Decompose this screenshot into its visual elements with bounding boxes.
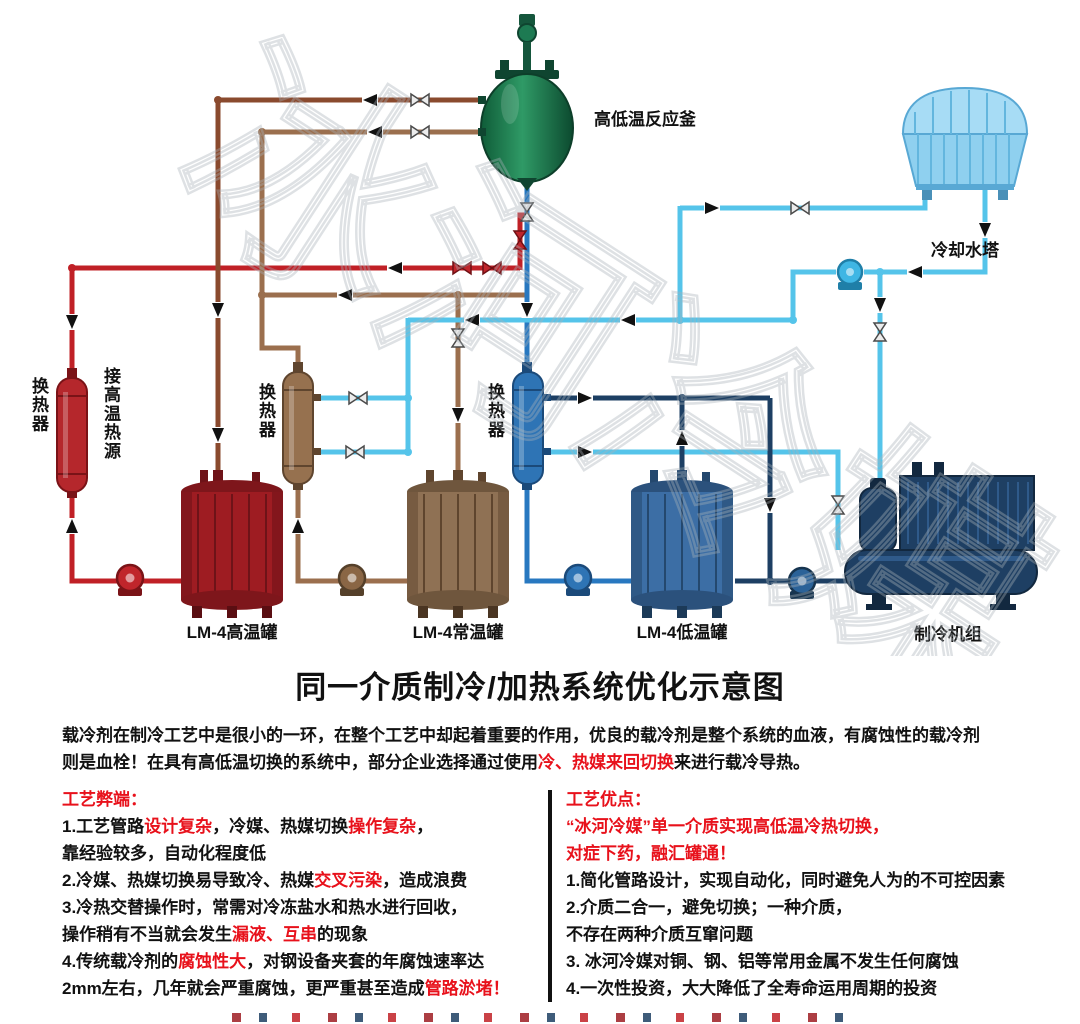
pros-column: 工艺优点： “冰河冷媒”单一介质实现高低温冷热切换，对症下药，融汇罐通！ 1.简… [566, 786, 1020, 1002]
pros-title: 工艺优点： [566, 790, 651, 809]
reaction-kettle [478, 14, 574, 191]
pump-red [115, 563, 145, 596]
pros-item-4: 4.一次性投资，大大降低了全寿命运用周期的投资 [566, 979, 938, 998]
hx-left-note: 接高温热源 [104, 366, 121, 461]
cons-item-1: 1.工艺管路设计复杂，冷媒、热媒切换操作复杂，靠经验较多，自动化程度低 [62, 817, 434, 863]
cons-item-2: 2.冷媒、热媒切换易导致冷、热媒交叉污染，造成浪费 [62, 871, 468, 890]
pros-item-3: 3. 冰河冷媒对铜、钢、铝等常用金属不发生任何腐蚀 [566, 952, 959, 971]
pump-navy [787, 566, 817, 599]
tank-low-label: LM-4低温罐 [637, 622, 728, 642]
column-divider [548, 790, 552, 1002]
cons-title: 工艺弊端： [62, 790, 147, 809]
pros-item-2: 2.介质二合一，避免切换；一种介质，不存在两种介质互窜问题 [566, 898, 853, 944]
cooling-tower [901, 86, 1029, 200]
chiller-label: 制冷机组 [914, 624, 982, 644]
pros-item-1: 1.简化管路设计，实现自动化，同时避免人为的不可控因素 [566, 871, 1006, 890]
cooling-tower-label: 冷却水塔 [931, 240, 1000, 260]
page-title: 同一介质制冷/加热系统优化示意图 [295, 670, 785, 705]
tank-low-temp [631, 470, 733, 618]
tank-high-temp [181, 470, 283, 618]
pump-cyan [836, 258, 864, 290]
pros-headline: “冰河冷媒”单一介质实现高低温冷热切换，对症下药，融汇罐通！ [566, 817, 889, 863]
comparison-columns: 工艺弊端： 1.工艺管路设计复杂，冷媒、热媒切换操作复杂，靠经验较多，自动化程度… [62, 786, 1020, 1002]
cons-column: 工艺弊端： 1.工艺管路设计复杂，冷媒、热媒切换操作复杂，靠经验较多，自动化程度… [62, 786, 540, 1002]
pump-blue [563, 563, 593, 596]
pipes-sienna [215, 97, 482, 482]
heat-exchanger-red [56, 368, 88, 498]
process-diagram: 高低温反应釜 冷却水塔 换热器 接高温热源 换热器 换热器 LM-4高温罐 LM… [31, 0, 1080, 750]
hx-mid-label: 换热器 [258, 382, 277, 439]
pipe-junctions [68, 96, 884, 585]
kettle-label: 高低温反应釜 [594, 109, 697, 129]
pipes-tan [259, 129, 527, 584]
hx-right-label: 换热器 [487, 382, 506, 439]
tank-normal-temp [407, 470, 509, 618]
cropped-text-strip [232, 1013, 868, 1022]
cons-item-3: 3.冷热交替操作时，常需对冷冻盐水和热水进行回收，操作稍有不当就会发生漏液、互串… [62, 898, 468, 944]
tank-normal-label: LM-4常温罐 [413, 622, 504, 642]
heat-exchanger-blue [512, 362, 551, 490]
intro-paragraph: 载冷剂在制冷工艺中是很小的一环，在整个工艺中却起着重要的作用，优良的载冷剂是整个… [62, 726, 980, 772]
tank-high-label: LM-4高温罐 [187, 622, 278, 642]
heat-exchanger-brown [282, 362, 321, 490]
hx-left-label: 换热器 [31, 376, 50, 433]
pump-brown [337, 563, 367, 596]
chiller-unit [844, 462, 1038, 610]
